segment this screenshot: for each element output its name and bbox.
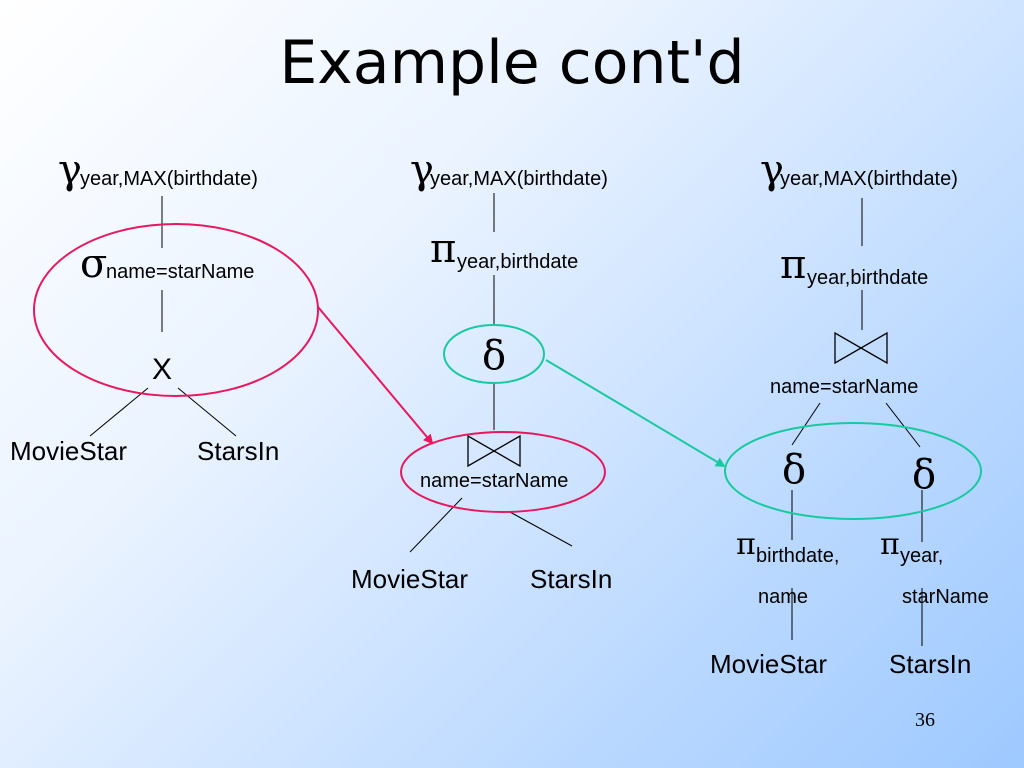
edge-t2-join-moviestar <box>409 497 463 553</box>
join-bowtie-icon <box>467 434 521 468</box>
pi-symbol: π <box>880 527 900 562</box>
edge-t1-cross-moviestar <box>89 387 149 437</box>
sigma-symbol: σ <box>80 241 108 287</box>
relation-starsin: StarsIn <box>197 436 280 466</box>
edge-t3-join-delta-right <box>885 402 921 448</box>
gamma-subscript: year,MAX(birthdate) <box>80 168 258 190</box>
pi-symbol: π <box>430 226 457 272</box>
edge-t2-join-starsin <box>509 511 573 547</box>
gamma-symbol: γ <box>58 147 82 193</box>
gamma-subscript: year,MAX(birthdate) <box>780 168 958 190</box>
slide-title: Example cont'd <box>279 28 745 98</box>
page-number: 36 <box>915 709 935 731</box>
pi-subscript: year,birthdate <box>457 251 579 273</box>
pi-subscript-line2: name <box>758 586 809 608</box>
gamma-subscript: year,MAX(birthdate) <box>430 168 608 190</box>
pi-subscript-line1: birthdate, <box>756 545 840 567</box>
arrow-red <box>317 306 434 445</box>
delta-symbol: δ <box>912 452 937 498</box>
gamma-symbol: γ <box>410 147 434 193</box>
relation-moviestar: MovieStar <box>10 436 128 466</box>
highlight-ellipse-red-select <box>33 223 319 397</box>
gamma-symbol: γ <box>760 147 784 193</box>
relation-moviestar: MovieStar <box>710 649 828 679</box>
delta-symbol: δ <box>782 447 807 493</box>
sigma-subscript: name=starName <box>106 261 255 283</box>
highlight-ellipse-red-join <box>400 431 606 513</box>
highlight-ellipse-teal-deltas <box>724 422 982 520</box>
pi-subscript-line1: year, <box>900 545 944 567</box>
pi-symbol: π <box>780 242 807 288</box>
highlight-ellipse-teal-delta <box>443 324 545 384</box>
relation-moviestar: MovieStar <box>351 564 469 594</box>
pi-subscript-line2: starName <box>902 586 989 608</box>
join-bowtie-icon <box>834 331 888 365</box>
relation-starsin: StarsIn <box>530 564 613 594</box>
edge-t3-join-delta-left <box>791 402 821 446</box>
join-condition: name=starName <box>770 376 919 398</box>
cross-product-symbol: X <box>152 353 173 386</box>
arrow-teal <box>545 359 726 468</box>
delta-symbol: δ <box>482 333 507 379</box>
pi-symbol: π <box>736 527 756 562</box>
relation-starsin: StarsIn <box>889 649 972 679</box>
join-condition: name=starName <box>420 470 569 492</box>
pi-subscript: year,birthdate <box>807 267 929 289</box>
